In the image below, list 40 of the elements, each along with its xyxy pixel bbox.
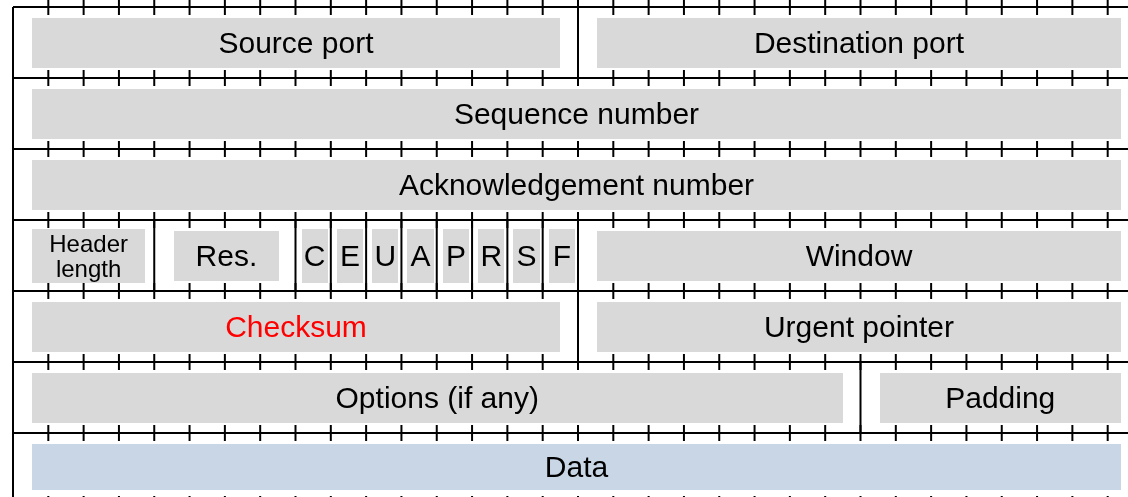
- field-label: P: [445, 238, 466, 274]
- field-label: Padding: [945, 380, 1056, 416]
- field-label: Acknowledgement number: [398, 167, 755, 203]
- field-box: [597, 302, 1121, 352]
- field-label: Window: [805, 238, 913, 274]
- field-box: [478, 229, 505, 283]
- field-label: Destination port: [753, 25, 965, 61]
- field-label: C: [303, 238, 326, 274]
- field-label: Options (if any): [335, 380, 539, 416]
- field-box: [548, 229, 575, 283]
- field-label: Res.: [195, 238, 258, 274]
- field-box: [32, 89, 1121, 139]
- field-box: [442, 229, 470, 283]
- field-box: [513, 229, 540, 283]
- field-label: A: [410, 238, 431, 274]
- field-label: Sequence number: [453, 96, 700, 132]
- field-label: U: [374, 238, 397, 274]
- field-box: [597, 231, 1121, 281]
- field-label: Header length: [48, 230, 129, 282]
- field-box: [32, 373, 843, 423]
- field-label: S: [516, 238, 537, 274]
- field-box: [407, 229, 434, 283]
- field-box: [32, 444, 1121, 490]
- field-box: [336, 229, 364, 283]
- field-box: [174, 231, 279, 281]
- field-label: Source port: [218, 25, 374, 61]
- field-box: [597, 18, 1121, 68]
- field-label: F: [552, 238, 571, 274]
- field-box: [32, 302, 560, 352]
- field-box: [32, 160, 1121, 210]
- field-box: [879, 373, 1121, 423]
- field-box: [372, 229, 399, 283]
- field-box: [301, 229, 328, 283]
- field-label: Checksum: [225, 309, 367, 345]
- field-label: Data: [544, 449, 609, 485]
- field-box: [32, 18, 560, 68]
- field-label: R: [480, 238, 503, 274]
- field-box: [32, 229, 146, 283]
- field-label: Urgent pointer: [763, 309, 955, 345]
- field-label: E: [339, 238, 360, 274]
